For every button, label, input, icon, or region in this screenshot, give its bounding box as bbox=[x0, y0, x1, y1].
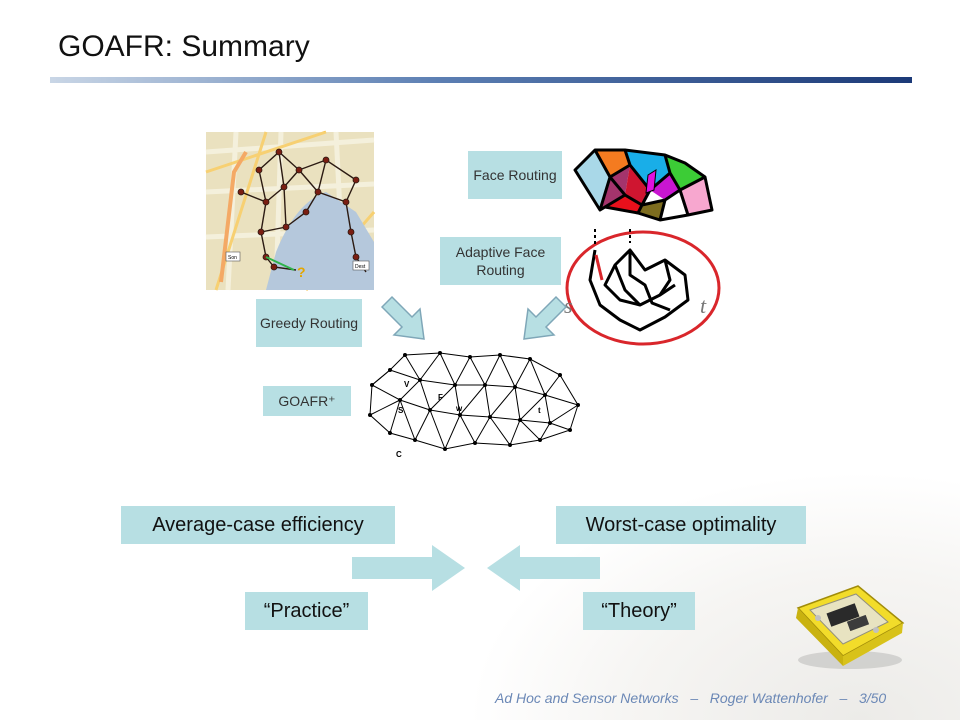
face-routing-graph bbox=[573, 148, 714, 222]
footer-course: Ad Hoc and Sensor Networks bbox=[495, 690, 679, 706]
face-routing-label: Face Routing bbox=[468, 151, 562, 199]
footer-author: Roger Wattenhofer bbox=[709, 690, 828, 706]
practice-label: “Practice” bbox=[245, 592, 368, 630]
average-case-label: Average-case efficiency bbox=[121, 506, 395, 544]
footer-page-number: 3/50 bbox=[858, 690, 887, 706]
map-question-mark: ? bbox=[297, 264, 306, 280]
slide-footer: Ad Hoc and Sensor Networks – Roger Watte… bbox=[495, 690, 886, 706]
adaptive-face-routing-graph: s t bbox=[564, 229, 721, 346]
theory-label: “Theory” bbox=[583, 592, 695, 630]
goafr-node-w: w bbox=[455, 404, 463, 413]
goafr-node-c: C bbox=[396, 450, 402, 459]
afr-target-label: t bbox=[700, 293, 707, 318]
greedy-to-goafr-arrow bbox=[380, 295, 425, 340]
goafr-node-v: V bbox=[404, 380, 410, 389]
adaptive-face-routing-label: Adaptive Face Routing bbox=[440, 237, 561, 285]
greedy-routing-label: Greedy Routing bbox=[256, 299, 362, 347]
goafr-plus-label: GOAFR⁺ bbox=[263, 386, 351, 416]
map-greedy-routing-image: Son Dest ? bbox=[205, 130, 376, 291]
goafr-node-s: S bbox=[398, 406, 404, 415]
worst-case-label: Worst-case optimality bbox=[556, 506, 806, 544]
practice-arrow-right bbox=[352, 545, 465, 591]
sensor-node-device-image bbox=[796, 585, 905, 669]
theory-arrow-left bbox=[487, 545, 600, 591]
goafr-plus-graph: V F S w t C bbox=[368, 351, 580, 459]
slide-title: GOAFR: Summary bbox=[58, 30, 310, 63]
footer-separator-1: – bbox=[690, 690, 699, 706]
afr-to-goafr-arrow bbox=[523, 295, 568, 340]
afr-source-label: s bbox=[564, 293, 573, 318]
goafr-node-t: t bbox=[538, 406, 541, 415]
map-sign-right: Dest bbox=[355, 264, 366, 270]
goafr-node-f: F bbox=[438, 393, 443, 402]
map-sign-left: Son bbox=[228, 255, 237, 261]
footer-separator-2: – bbox=[839, 690, 848, 706]
title-underline bbox=[50, 77, 912, 83]
